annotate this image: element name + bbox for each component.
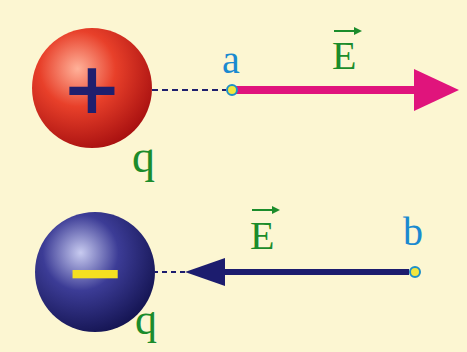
- vector-arrow-head: [272, 206, 280, 214]
- positive-charge: +q: [32, 28, 152, 148]
- charge-label: q: [135, 298, 157, 342]
- field-arrow: [155, 258, 409, 286]
- connector-line: [217, 269, 409, 275]
- field-arrow-head: [414, 69, 459, 111]
- field-symbol: E: [250, 216, 274, 256]
- point-label: b: [403, 212, 423, 252]
- field-symbol: E: [332, 36, 356, 76]
- connector-line: [152, 89, 226, 91]
- arrow-head: [185, 258, 225, 286]
- field-point: b: [409, 266, 421, 278]
- dashed-connector: [152, 90, 226, 91]
- point-marker: [227, 85, 237, 95]
- charge-sign: +: [32, 28, 152, 148]
- dashed-extension: [155, 271, 185, 273]
- point-dot: [226, 84, 238, 96]
- field-point: a: [226, 84, 238, 96]
- negative-charge: −q: [35, 212, 155, 332]
- sphere-body: [32, 28, 152, 148]
- vector-arrow-head: [354, 27, 362, 35]
- vector-arrow: [252, 209, 274, 211]
- vector-arrow: [334, 30, 356, 32]
- point-dot: [409, 266, 421, 278]
- charge-label: q: [132, 134, 155, 180]
- point-marker: [410, 267, 420, 277]
- field-arrow-shaft: [236, 86, 418, 94]
- point-label: a: [222, 40, 240, 80]
